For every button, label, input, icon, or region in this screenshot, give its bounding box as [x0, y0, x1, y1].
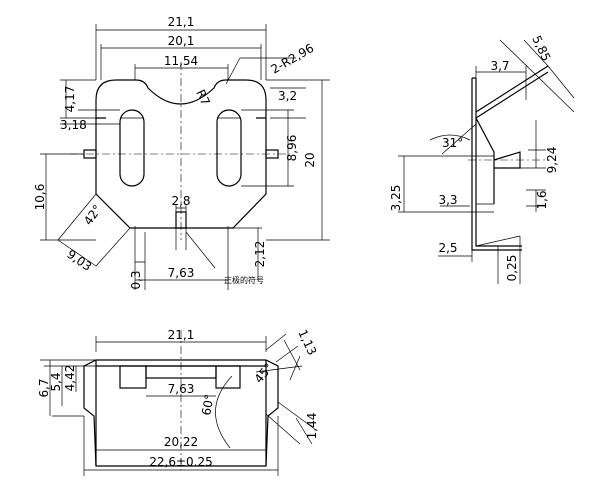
positive-terminal-note: 正极的符号	[224, 275, 264, 285]
dim-bottom-offset: 2,12	[253, 241, 267, 268]
side-dim-spring-length: 5,85	[529, 33, 553, 63]
dim-radius: R7	[193, 87, 212, 107]
front-right-contact	[215, 365, 241, 389]
side-dim-angle: 31°	[442, 136, 463, 150]
front-dim-1-44: 1,44	[305, 413, 319, 440]
front-dim-angle-45: 45°	[252, 361, 276, 386]
side-dim-sheet-0-25: 0,25	[505, 255, 519, 282]
dim-left-height: 10,6	[33, 184, 47, 211]
dim-opening-width: 11,54	[164, 54, 198, 68]
dim-inner-width: 20,1	[168, 34, 195, 48]
front-dim-height-6-7: 6,7	[37, 378, 51, 397]
side-view-profile	[471, 65, 549, 251]
left-slot	[119, 109, 145, 187]
top-dimension-lines	[40, 24, 330, 290]
side-dim-top-width: 3,7	[490, 59, 509, 73]
front-dim-angle-60: 60°	[199, 393, 216, 416]
right-slot	[216, 109, 242, 187]
side-dim-height-9-24: 9,24	[545, 147, 559, 174]
dim-slot-length: 8,96	[285, 135, 299, 162]
dim-height-4-17: 4,17	[63, 86, 77, 113]
front-dim-base-width: 20,22	[164, 435, 198, 449]
top-view-outline	[95, 79, 267, 229]
side-dim-step-3-3: 3,3	[438, 193, 457, 207]
dim-overall-height: 20	[303, 152, 317, 167]
dim-offset-0-3: 0,3	[129, 270, 143, 289]
side-dim-thickness-1-6: 1,6	[535, 190, 549, 209]
dim-corner-radius: 2-R2,96	[269, 41, 317, 77]
side-dimension-lines	[398, 39, 575, 284]
front-left-contact	[119, 365, 147, 389]
front-dim-height-5-4: 5,4	[49, 372, 63, 391]
side-view: 3,7 5,85 31° 9,24 3,25 3,3 1,6 2,5 0,25	[389, 33, 575, 284]
dim-pin-width: 2,8	[171, 194, 190, 208]
dim-chamfer: 9,03	[64, 247, 94, 274]
dim-angle-42: 42°	[81, 202, 105, 227]
front-dim-pin-spacing: 7,63	[168, 382, 195, 396]
front-dim-1-13: 1,13	[295, 327, 319, 357]
top-view: 21,1 20,1 11,54 R7 2-R2,96 4,17 3,18 3,2…	[33, 15, 330, 290]
dim-tab-3-2: 3,2	[278, 89, 297, 103]
front-view-outline	[83, 359, 279, 467]
front-dim-height-4-42: 4,42	[63, 365, 77, 392]
front-dim-overall-width: 21,1	[168, 328, 195, 342]
side-dim-foot-2-5: 2,5	[438, 241, 457, 255]
front-dim-total-width: 22,6±0.25	[149, 455, 213, 469]
front-view: 21,1 6,7 5,4 4,42 7,63 1,13 45° 60° 1,44…	[37, 327, 319, 476]
dim-overall-width: 21,1	[168, 15, 195, 29]
front-dimension-lines	[40, 333, 317, 476]
dim-pin-spacing: 7,63	[168, 266, 195, 280]
side-dim-height-3-25: 3,25	[389, 185, 403, 212]
dim-slot-width: 3,18	[60, 118, 87, 132]
